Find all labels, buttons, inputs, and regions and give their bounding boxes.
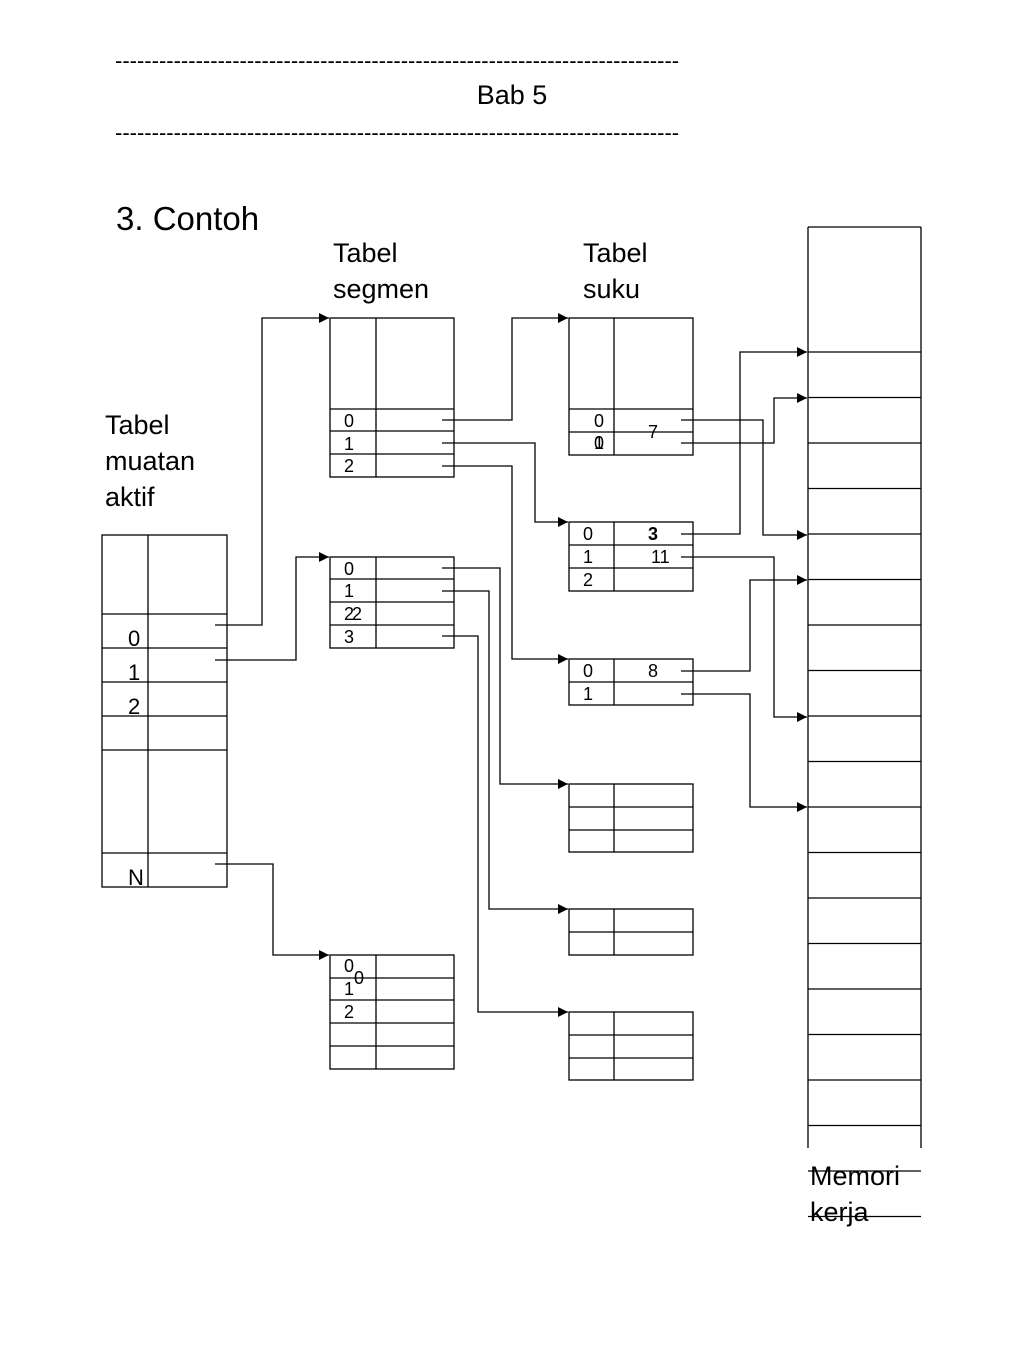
suku3-value-8: 8: [648, 661, 658, 681]
arrow-segmen1-2-to-suku-3: [442, 465, 568, 664]
segmen1-index-1: 1: [344, 434, 354, 454]
suku1-index-1: 0: [594, 433, 604, 453]
segmen3-index-2: 2: [344, 1002, 354, 1022]
segmen2-index-2-overprint: 2: [352, 604, 362, 624]
segmen-table-3: [329, 954, 455, 1070]
label-tabel-muatan-aktif: Tabel muatan aktif: [105, 410, 196, 512]
arrow-muatan-0-to-segmen-1: [215, 313, 329, 626]
arrow-segmen2-3-to-suku-6: [442, 635, 568, 1017]
segmen1-index-2: 2: [344, 456, 354, 476]
suku1-index-0: 0: [594, 411, 604, 431]
chapter-title: Bab 5: [476, 80, 548, 110]
segmen1-index-0: 0: [344, 411, 354, 431]
muatan-aktif-table: [101, 534, 228, 888]
arrow-suku1-0-to-memori: [681, 419, 807, 540]
muatan-index-1: 1: [128, 660, 140, 685]
segmen3-index-1: 1: [344, 979, 354, 999]
suku-table-3: [568, 658, 694, 706]
suku3-index-0: 0: [583, 661, 593, 681]
suku1-value-7: 7: [648, 422, 658, 442]
arrow-segmen2-0-to-suku-4: [442, 567, 568, 789]
muatan-index-2: 2: [128, 694, 140, 719]
arrow-muatan-N-to-segmen-3: [215, 863, 329, 960]
suku1-index-1-overprint: 1: [594, 433, 604, 453]
label-tabel-segmen: Tabel segmen: [333, 238, 430, 304]
arrow-segmen1-0-to-suku-1: [442, 313, 568, 421]
suku-table-6: [568, 1011, 694, 1081]
suku2-value-3: 3: [648, 524, 658, 544]
label-tabel-suku: Tabel suku: [583, 238, 648, 304]
segmen3-index-0: 0: [344, 956, 354, 976]
arrow-suku3-1-to-memori: [681, 693, 807, 812]
segmen2-index-3: 3: [344, 627, 354, 647]
muatan-index-N: N: [128, 865, 144, 890]
arrow-segmen1-1-to-suku-2: [442, 442, 568, 527]
arrow-suku2-0-to-memori: [681, 347, 807, 535]
suku3-index-1: 1: [583, 684, 593, 704]
segmen2-index-2: 2: [344, 604, 354, 624]
segmen-table-2: [329, 556, 455, 649]
arrow-suku1-1-to-memori: [681, 393, 807, 444]
segmen3-index-0-overprint: 0: [354, 968, 364, 988]
muatan-index-0: 0: [128, 626, 140, 651]
suku-table-4: [568, 783, 694, 853]
suku2-index-2: 2: [583, 570, 593, 590]
segmen2-index-1: 1: [344, 581, 354, 601]
suku-table-5: [568, 908, 694, 956]
header-rule-top: ----------------------------------------…: [115, 48, 680, 73]
header-rule-bottom: ----------------------------------------…: [115, 120, 680, 145]
arrow-segmen2-1-to-suku-5: [442, 590, 568, 914]
segmen2-index-0: 0: [344, 559, 354, 579]
arrow-suku3-0-to-memori: [681, 575, 807, 672]
memori-kerja-column: [807, 226, 922, 1218]
label-memori-kerja: Memori kerja: [810, 1161, 901, 1227]
suku2-index-1: 1: [583, 547, 593, 567]
arrow-suku2-1-to-memori: [681, 556, 807, 722]
suku2-value-11: 11: [651, 547, 670, 567]
arrow-muatan-1-to-segmen-2: [215, 552, 329, 661]
segmen-table-1: [329, 317, 455, 478]
suku2-index-0: 0: [583, 524, 593, 544]
suku-table-1: [568, 317, 694, 456]
section-title: 3. Contoh: [116, 200, 260, 237]
